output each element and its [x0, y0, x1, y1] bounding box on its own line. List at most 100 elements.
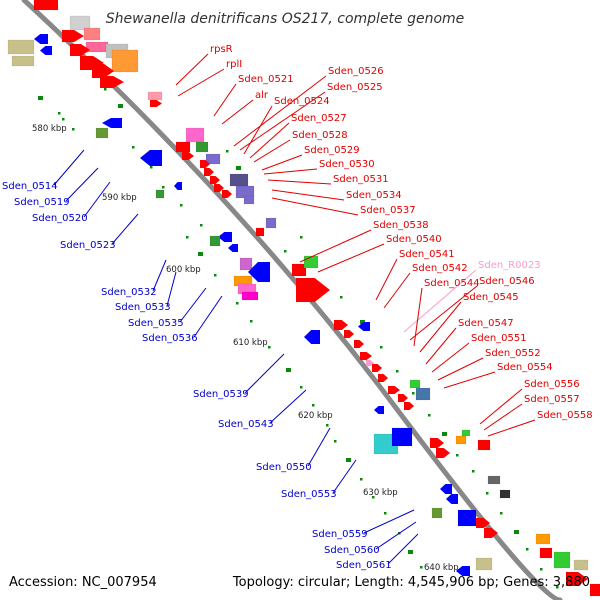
gene-block[interactable] [229, 173, 249, 187]
gene-block[interactable] [391, 427, 413, 447]
gene-block[interactable] [95, 127, 109, 139]
gene-block[interactable] [85, 41, 109, 53]
reverse-gene-arrow[interactable] [174, 182, 182, 190]
gene-block[interactable] [457, 509, 477, 527]
forward-gene-label[interactable]: Sden_0544 [424, 278, 480, 289]
forward-gene-label[interactable]: Sden_0546 [479, 276, 535, 287]
forward-gene-arrow[interactable] [378, 374, 388, 382]
reverse-gene-arrow[interactable] [228, 244, 238, 252]
gene-block[interactable] [455, 435, 467, 445]
gene-block[interactable] [477, 439, 491, 451]
reverse-gene-arrow[interactable] [102, 118, 122, 128]
forward-gene-arrow[interactable] [70, 44, 90, 56]
forward-gene-arrow[interactable] [372, 364, 382, 372]
forward-gene-label[interactable]: Sden_0558 [537, 410, 593, 421]
gene-block[interactable] [185, 127, 205, 143]
reverse-gene-label[interactable]: Sden_0536 [142, 333, 198, 344]
gene-block[interactable] [487, 475, 501, 485]
forward-gene-arrow[interactable] [214, 184, 224, 192]
forward-gene-arrow[interactable] [476, 518, 490, 528]
forward-gene-arrow[interactable] [200, 160, 210, 168]
gene-block[interactable] [195, 141, 209, 153]
forward-gene-label[interactable]: Sden_0554 [497, 362, 553, 373]
forward-gene-arrow[interactable] [430, 438, 444, 448]
gene-block[interactable] [243, 195, 255, 205]
forward-gene-label[interactable]: Sden_0545 [463, 292, 519, 303]
gene-block[interactable] [265, 217, 277, 229]
forward-gene-label[interactable]: Sden_0538 [373, 220, 429, 231]
forward-gene-arrow[interactable] [210, 176, 220, 184]
gene-block[interactable] [431, 507, 443, 519]
forward-gene-arrow[interactable] [404, 402, 414, 410]
gene-block[interactable] [573, 559, 589, 571]
reverse-gene-label[interactable]: Sden_0559 [312, 529, 368, 540]
forward-gene-arrow[interactable] [62, 30, 84, 42]
reverse-gene-arrow[interactable] [34, 34, 48, 44]
forward-gene-label[interactable]: Sden_0531 [333, 174, 389, 185]
forward-gene-label[interactable]: Sden_R0023 [478, 260, 541, 271]
gene-block[interactable] [175, 141, 191, 153]
reverse-gene-label[interactable]: Sden_0550 [256, 462, 312, 473]
forward-gene-arrow[interactable] [484, 528, 498, 538]
forward-gene-label[interactable]: Sden_0537 [360, 205, 416, 216]
forward-gene-label[interactable]: Sden_0525 [327, 82, 383, 93]
reverse-gene-label[interactable]: Sden_0514 [2, 181, 58, 192]
gene-block[interactable] [241, 291, 259, 301]
gene-block[interactable] [415, 387, 431, 401]
reverse-gene-label[interactable]: Sden_0560 [324, 545, 380, 556]
forward-gene-label[interactable]: Sden_0540 [386, 234, 442, 245]
reverse-gene-label[interactable]: Sden_0539 [193, 389, 249, 400]
forward-gene-arrow[interactable] [150, 100, 162, 107]
forward-gene-arrow[interactable] [388, 386, 400, 394]
gene-block[interactable] [303, 255, 319, 269]
forward-gene-arrow[interactable] [566, 572, 588, 586]
forward-gene-label[interactable]: Sden_0556 [524, 379, 580, 390]
gene-block[interactable] [239, 257, 253, 271]
forward-gene-arrow[interactable] [436, 448, 450, 458]
reverse-gene-label[interactable]: Sden_0523 [60, 240, 116, 251]
forward-gene-label[interactable]: Sden_0534 [346, 190, 402, 201]
gene-block[interactable] [475, 557, 493, 571]
forward-gene-label[interactable]: Sden_0552 [485, 348, 541, 359]
reverse-gene-label[interactable]: Sden_0543 [218, 419, 274, 430]
reverse-gene-label[interactable]: Sden_0561 [336, 560, 392, 571]
forward-gene-label[interactable]: Sden_0551 [471, 333, 527, 344]
reverse-gene-label[interactable]: Sden_0535 [128, 318, 184, 329]
reverse-gene-arrow[interactable] [374, 406, 384, 414]
gene-block[interactable] [539, 547, 553, 559]
gene-block[interactable] [11, 55, 35, 67]
reverse-gene-label[interactable]: Sden_0553 [281, 489, 337, 500]
reverse-gene-arrow[interactable] [140, 150, 162, 166]
gene-block[interactable] [147, 91, 163, 101]
reverse-gene-arrow[interactable] [358, 322, 370, 331]
forward-gene-label[interactable]: Sden_0530 [319, 159, 375, 170]
gene-block[interactable] [291, 263, 307, 277]
forward-gene-label[interactable]: Sden_0542 [412, 263, 468, 274]
forward-gene-label[interactable]: Sden_0547 [458, 318, 514, 329]
gene-block[interactable] [7, 39, 35, 55]
forward-gene-arrow[interactable] [398, 394, 408, 402]
gene-block[interactable] [499, 489, 511, 499]
gene-block[interactable] [69, 15, 91, 31]
reverse-gene-label[interactable]: Sden_0519 [14, 197, 70, 208]
gene-block[interactable] [255, 227, 265, 237]
reverse-gene-label[interactable]: Sden_0532 [101, 287, 157, 298]
reverse-gene-arrow[interactable] [304, 330, 320, 344]
forward-gene-label[interactable]: Sden_0529 [304, 145, 360, 156]
forward-gene-arrow[interactable] [334, 320, 348, 330]
gene-block[interactable] [535, 533, 551, 545]
forward-gene-label[interactable]: Sden_0526 [328, 66, 384, 77]
reverse-gene-arrow[interactable] [40, 46, 52, 55]
forward-gene-arrow[interactable] [100, 76, 124, 88]
forward-gene-arrow[interactable] [360, 352, 372, 360]
reverse-gene-label[interactable]: Sden_0533 [115, 302, 171, 313]
forward-gene-arrow[interactable] [344, 330, 354, 338]
reverse-gene-arrow[interactable] [440, 484, 452, 494]
reverse-gene-arrow[interactable] [456, 566, 470, 576]
gene-block[interactable] [83, 27, 101, 41]
forward-gene-arrow[interactable] [354, 340, 364, 348]
reverse-gene-label[interactable]: Sden_0520 [32, 213, 88, 224]
forward-gene-label[interactable]: alr [255, 90, 269, 101]
gene-block[interactable] [111, 49, 139, 73]
